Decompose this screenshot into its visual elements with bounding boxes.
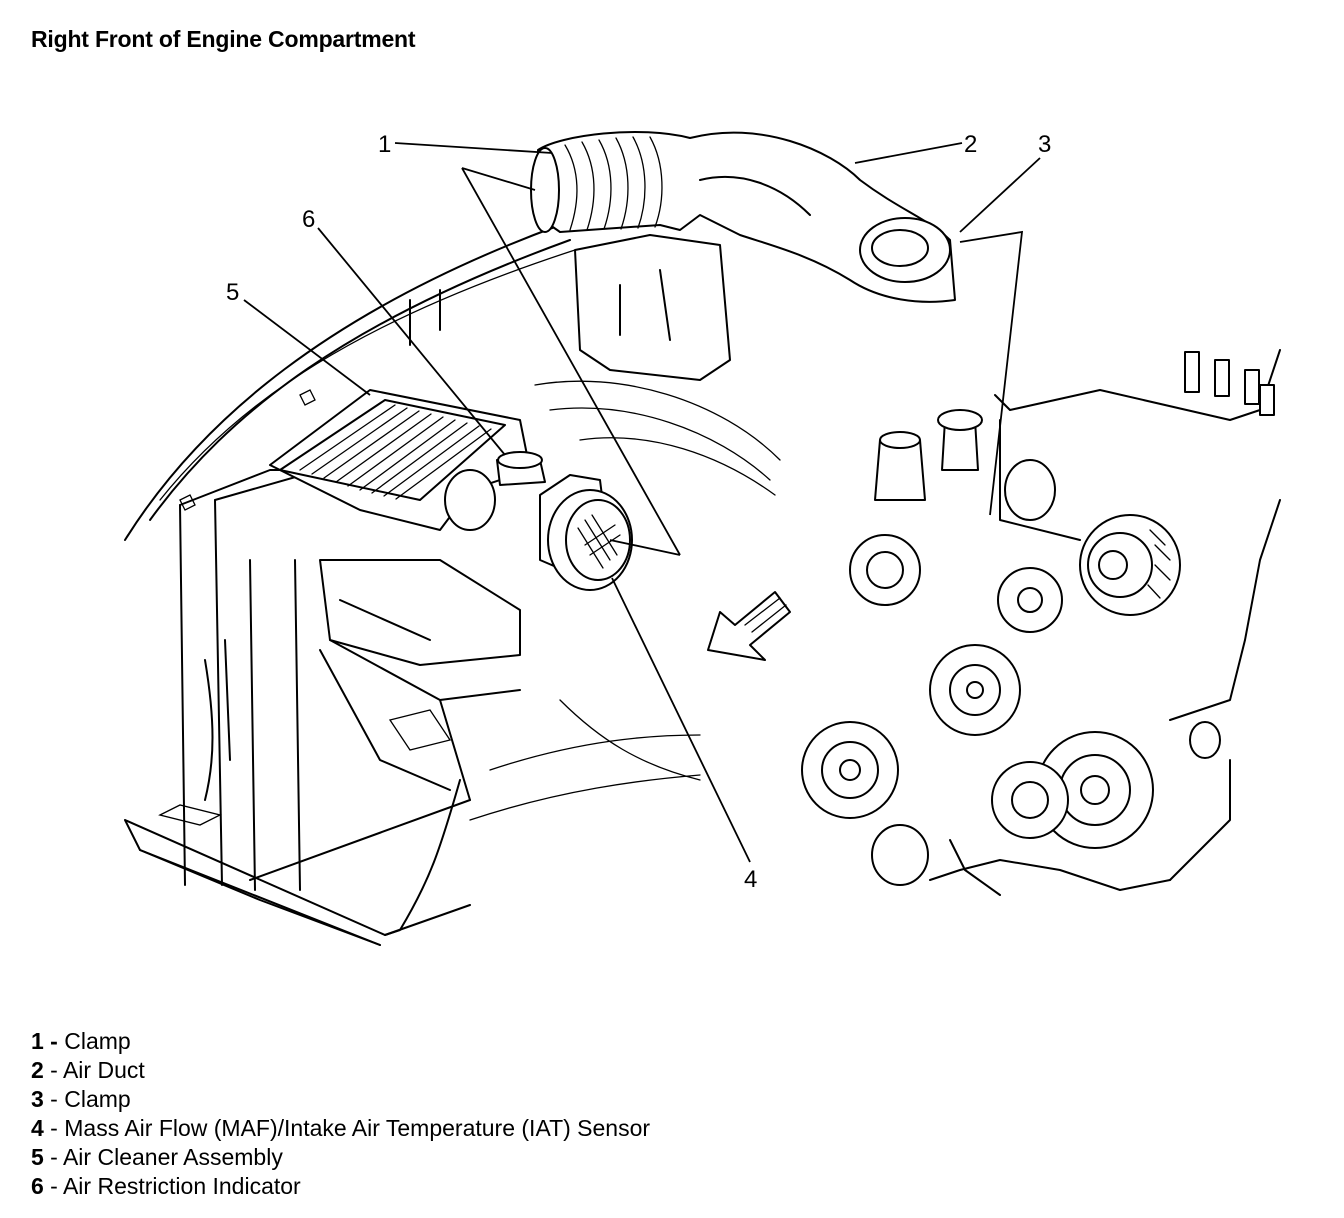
legend-item: 1 - Clamp [31,1027,650,1056]
legend-separator: - [43,1086,65,1112]
direction-arrow [707,591,791,661]
callout-5: 5 [226,279,239,306]
callout-3: 3 [1038,131,1051,158]
legend-label: Mass Air Flow (MAF)/Intake Air Temperatu… [64,1115,651,1141]
legend-label: Air Duct [62,1057,145,1083]
air-duct [530,131,956,381]
air-cleaner-assembly [269,389,531,801]
legend-item: 3 - Clamp [31,1085,650,1114]
legend-number: 2 [31,1057,44,1083]
leader-lines [243,142,1041,863]
engine-compartment-drawing: 1 2 3 4 5 6 [124,131,1281,946]
legend-separator: - [43,1173,63,1199]
fan-shroud [469,380,781,821]
callout-6: 6 [302,206,315,233]
maf-iat-sensor [539,474,633,591]
legend-separator: - [43,1057,63,1083]
legend-number: 1 [31,1028,44,1054]
engine-fittings [1184,351,1275,416]
fender-outline [124,224,576,541]
legend-number: 5 [31,1144,44,1170]
diagram-title: Right Front of Engine Compartment [31,26,416,52]
legend-label: Clamp [64,1086,131,1112]
air-restriction-indicator [496,451,546,486]
legend-label: Clamp [64,1028,131,1054]
legend-separator: - [43,1115,65,1141]
legend-number: 4 [31,1115,44,1141]
legend-label: Air Restriction Indicator [62,1173,301,1199]
legend-separator: - [43,1144,63,1170]
callout-1: 1 [378,131,391,158]
legend-item: 5 - Air Cleaner Assembly [31,1143,650,1172]
duct-bellows [564,136,663,231]
legend-item: 2 - Air Duct [31,1056,650,1085]
parts-legend: 1 - Clamp 2 - Air Duct 3 - Clamp 4 - Mas… [31,1027,650,1201]
radiator-support [124,469,471,946]
legend-item: 4 - Mass Air Flow (MAF)/Intake Air Tempe… [31,1114,650,1143]
sensor-screen [577,514,621,569]
legend-label: Air Cleaner Assembly [62,1144,283,1170]
alternator-vents [1147,529,1171,599]
legend-item: 6 - Air Restriction Indicator [31,1172,650,1201]
callout-2: 2 [964,131,977,158]
callout-4: 4 [744,866,757,893]
air-filter-ribs [299,404,492,500]
legend-number: 3 [31,1086,44,1112]
legend-separator: - [43,1028,65,1054]
legend-number: 6 [31,1173,44,1199]
engine [801,349,1281,896]
